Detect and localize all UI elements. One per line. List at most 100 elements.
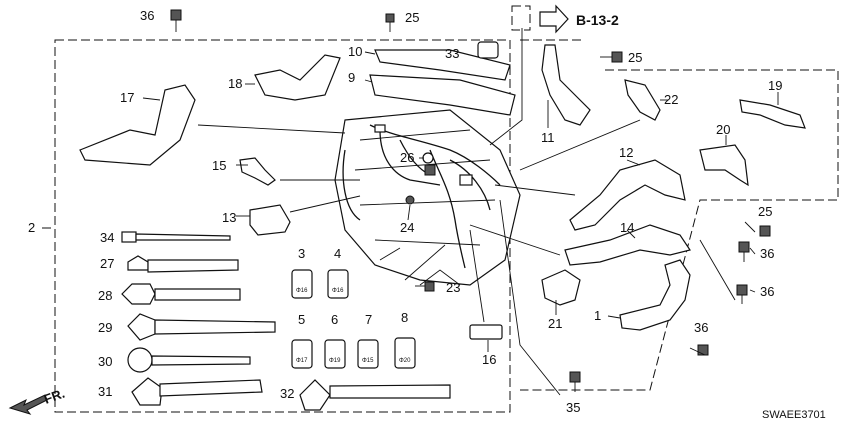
callout-18[interactable]: 18 (228, 76, 242, 91)
callout-15[interactable]: 15 (212, 158, 226, 173)
grommet-7[interactable] (357, 339, 379, 369)
callout-26[interactable]: 26 (400, 150, 414, 165)
callout-17[interactable]: 17 (120, 90, 134, 105)
callout-14[interactable]: 14 (620, 220, 634, 235)
part-10-harness-cover[interactable] (374, 49, 511, 81)
bolt-36-right-b[interactable] (736, 284, 748, 304)
part-12-harness-guard[interactable] (569, 159, 686, 231)
callout-13[interactable]: 13 (222, 210, 236, 225)
part-33-cap[interactable] (477, 41, 499, 59)
callout-22[interactable]: 22 (664, 92, 678, 107)
grommet-5-size: Φ17 (296, 358, 308, 364)
part-20-bracket[interactable] (699, 144, 749, 187)
grommet-8-size: Φ20 (399, 358, 411, 364)
callout-1[interactable]: 1 (594, 308, 601, 323)
callout-20[interactable]: 20 (716, 122, 730, 137)
callout-19[interactable]: 19 (768, 78, 782, 93)
callout-34[interactable]: 34 (100, 230, 114, 245)
callout-31[interactable]: 31 (98, 384, 112, 399)
grommet-3-size: Φ16 (296, 288, 308, 294)
bolt-36-right-a[interactable] (738, 241, 750, 262)
callout-32[interactable]: 32 (280, 386, 294, 401)
callout-36[interactable]: 36 (694, 320, 708, 335)
callout-29[interactable]: 29 (98, 320, 112, 335)
engine-block (334, 109, 521, 286)
assembly-frame-right (520, 39, 839, 391)
grommet-3[interactable] (291, 269, 313, 299)
reference-arrow-icon (539, 4, 569, 34)
part-22-connector[interactable] (624, 79, 661, 121)
callout-25[interactable]: 25 (628, 50, 642, 65)
callout-24[interactable]: 24 (400, 220, 414, 235)
cable-tie-28[interactable] (121, 283, 241, 305)
part-24-nut[interactable] (405, 195, 415, 205)
part-11-bracket[interactable] (541, 44, 591, 126)
cable-tie-31[interactable] (131, 377, 263, 406)
part-19-clip[interactable] (739, 99, 806, 129)
grommet-5[interactable] (291, 339, 313, 369)
cable-tie-30[interactable] (127, 347, 251, 373)
part-17-harness-cover[interactable] (79, 84, 196, 166)
reference-box (511, 5, 531, 31)
callout-28[interactable]: 28 (98, 288, 112, 303)
grommet-8[interactable] (394, 337, 416, 369)
callout-27[interactable]: 27 (100, 256, 114, 271)
bolt-23[interactable] (415, 281, 435, 292)
callout-3[interactable]: 3 (298, 246, 305, 261)
callout-2[interactable]: 2 (28, 220, 35, 235)
grommet-6-size: Φ19 (329, 358, 341, 364)
cable-tie-32[interactable] (299, 379, 451, 411)
grommet-4-size: Φ16 (332, 288, 344, 294)
callout-8[interactable]: 8 (401, 310, 408, 325)
bolt-36-top-left[interactable] (170, 9, 182, 32)
bolt-25-top-right[interactable] (600, 51, 623, 63)
callout-23[interactable]: 23 (446, 280, 460, 295)
grommet-6[interactable] (324, 339, 346, 369)
callout-36[interactable]: 36 (760, 246, 774, 261)
callout-35[interactable]: 35 (566, 400, 580, 415)
part-16-clip[interactable] (469, 324, 503, 340)
callout-4[interactable]: 4 (334, 246, 341, 261)
callout-12[interactable]: 12 (619, 145, 633, 160)
leader-lines (142, 28, 779, 396)
part-26-nut[interactable] (422, 152, 434, 164)
part-13-connector[interactable] (249, 204, 291, 236)
grommet-7-size: Φ15 (362, 358, 374, 364)
front-direction: FR. (8, 386, 67, 415)
section-ref-text: B-13-2 (576, 12, 619, 28)
cable-tie-27[interactable] (127, 255, 239, 273)
assembly-frame (54, 39, 511, 413)
wire-harness (342, 124, 501, 269)
cable-tie-29[interactable] (127, 313, 276, 341)
callout-21[interactable]: 21 (548, 316, 562, 331)
front-direction-label: FR. (42, 386, 67, 407)
bolt-25-top[interactable] (385, 13, 395, 32)
callout-5[interactable]: 5 (298, 312, 305, 327)
part-21-holder[interactable] (541, 269, 581, 306)
bolt-36-bottom-right[interactable] (697, 344, 709, 356)
callout-33[interactable]: 33 (445, 46, 459, 61)
bolt-35[interactable] (569, 371, 581, 392)
part-9-harness-cover[interactable] (369, 74, 516, 116)
cable-tie-34[interactable] (121, 231, 231, 243)
part-18-connector[interactable] (254, 54, 341, 101)
callout-30[interactable]: 30 (98, 354, 112, 369)
callout-7[interactable]: 7 (365, 312, 372, 327)
callout-11[interactable]: 11 (541, 130, 555, 145)
callout-25[interactable]: 25 (758, 204, 772, 219)
front-arrow-icon (8, 394, 48, 415)
callout-16[interactable]: 16 (482, 352, 496, 367)
callout-36[interactable]: 36 (140, 8, 154, 23)
drawing-code: SWAEE3701 (762, 409, 826, 421)
callout-10[interactable]: 10 (348, 44, 362, 59)
callout-9[interactable]: 9 (348, 70, 355, 85)
callout-36[interactable]: 36 (760, 284, 774, 299)
callout-25[interactable]: 25 (405, 10, 419, 25)
part-1-bracket[interactable] (619, 259, 691, 331)
part-15-sensor[interactable] (239, 157, 276, 186)
bolt-25-right[interactable] (759, 225, 771, 237)
section-reference[interactable]: B-13-2 (539, 4, 619, 34)
callout-6[interactable]: 6 (331, 312, 338, 327)
grommet-4[interactable] (327, 269, 349, 299)
